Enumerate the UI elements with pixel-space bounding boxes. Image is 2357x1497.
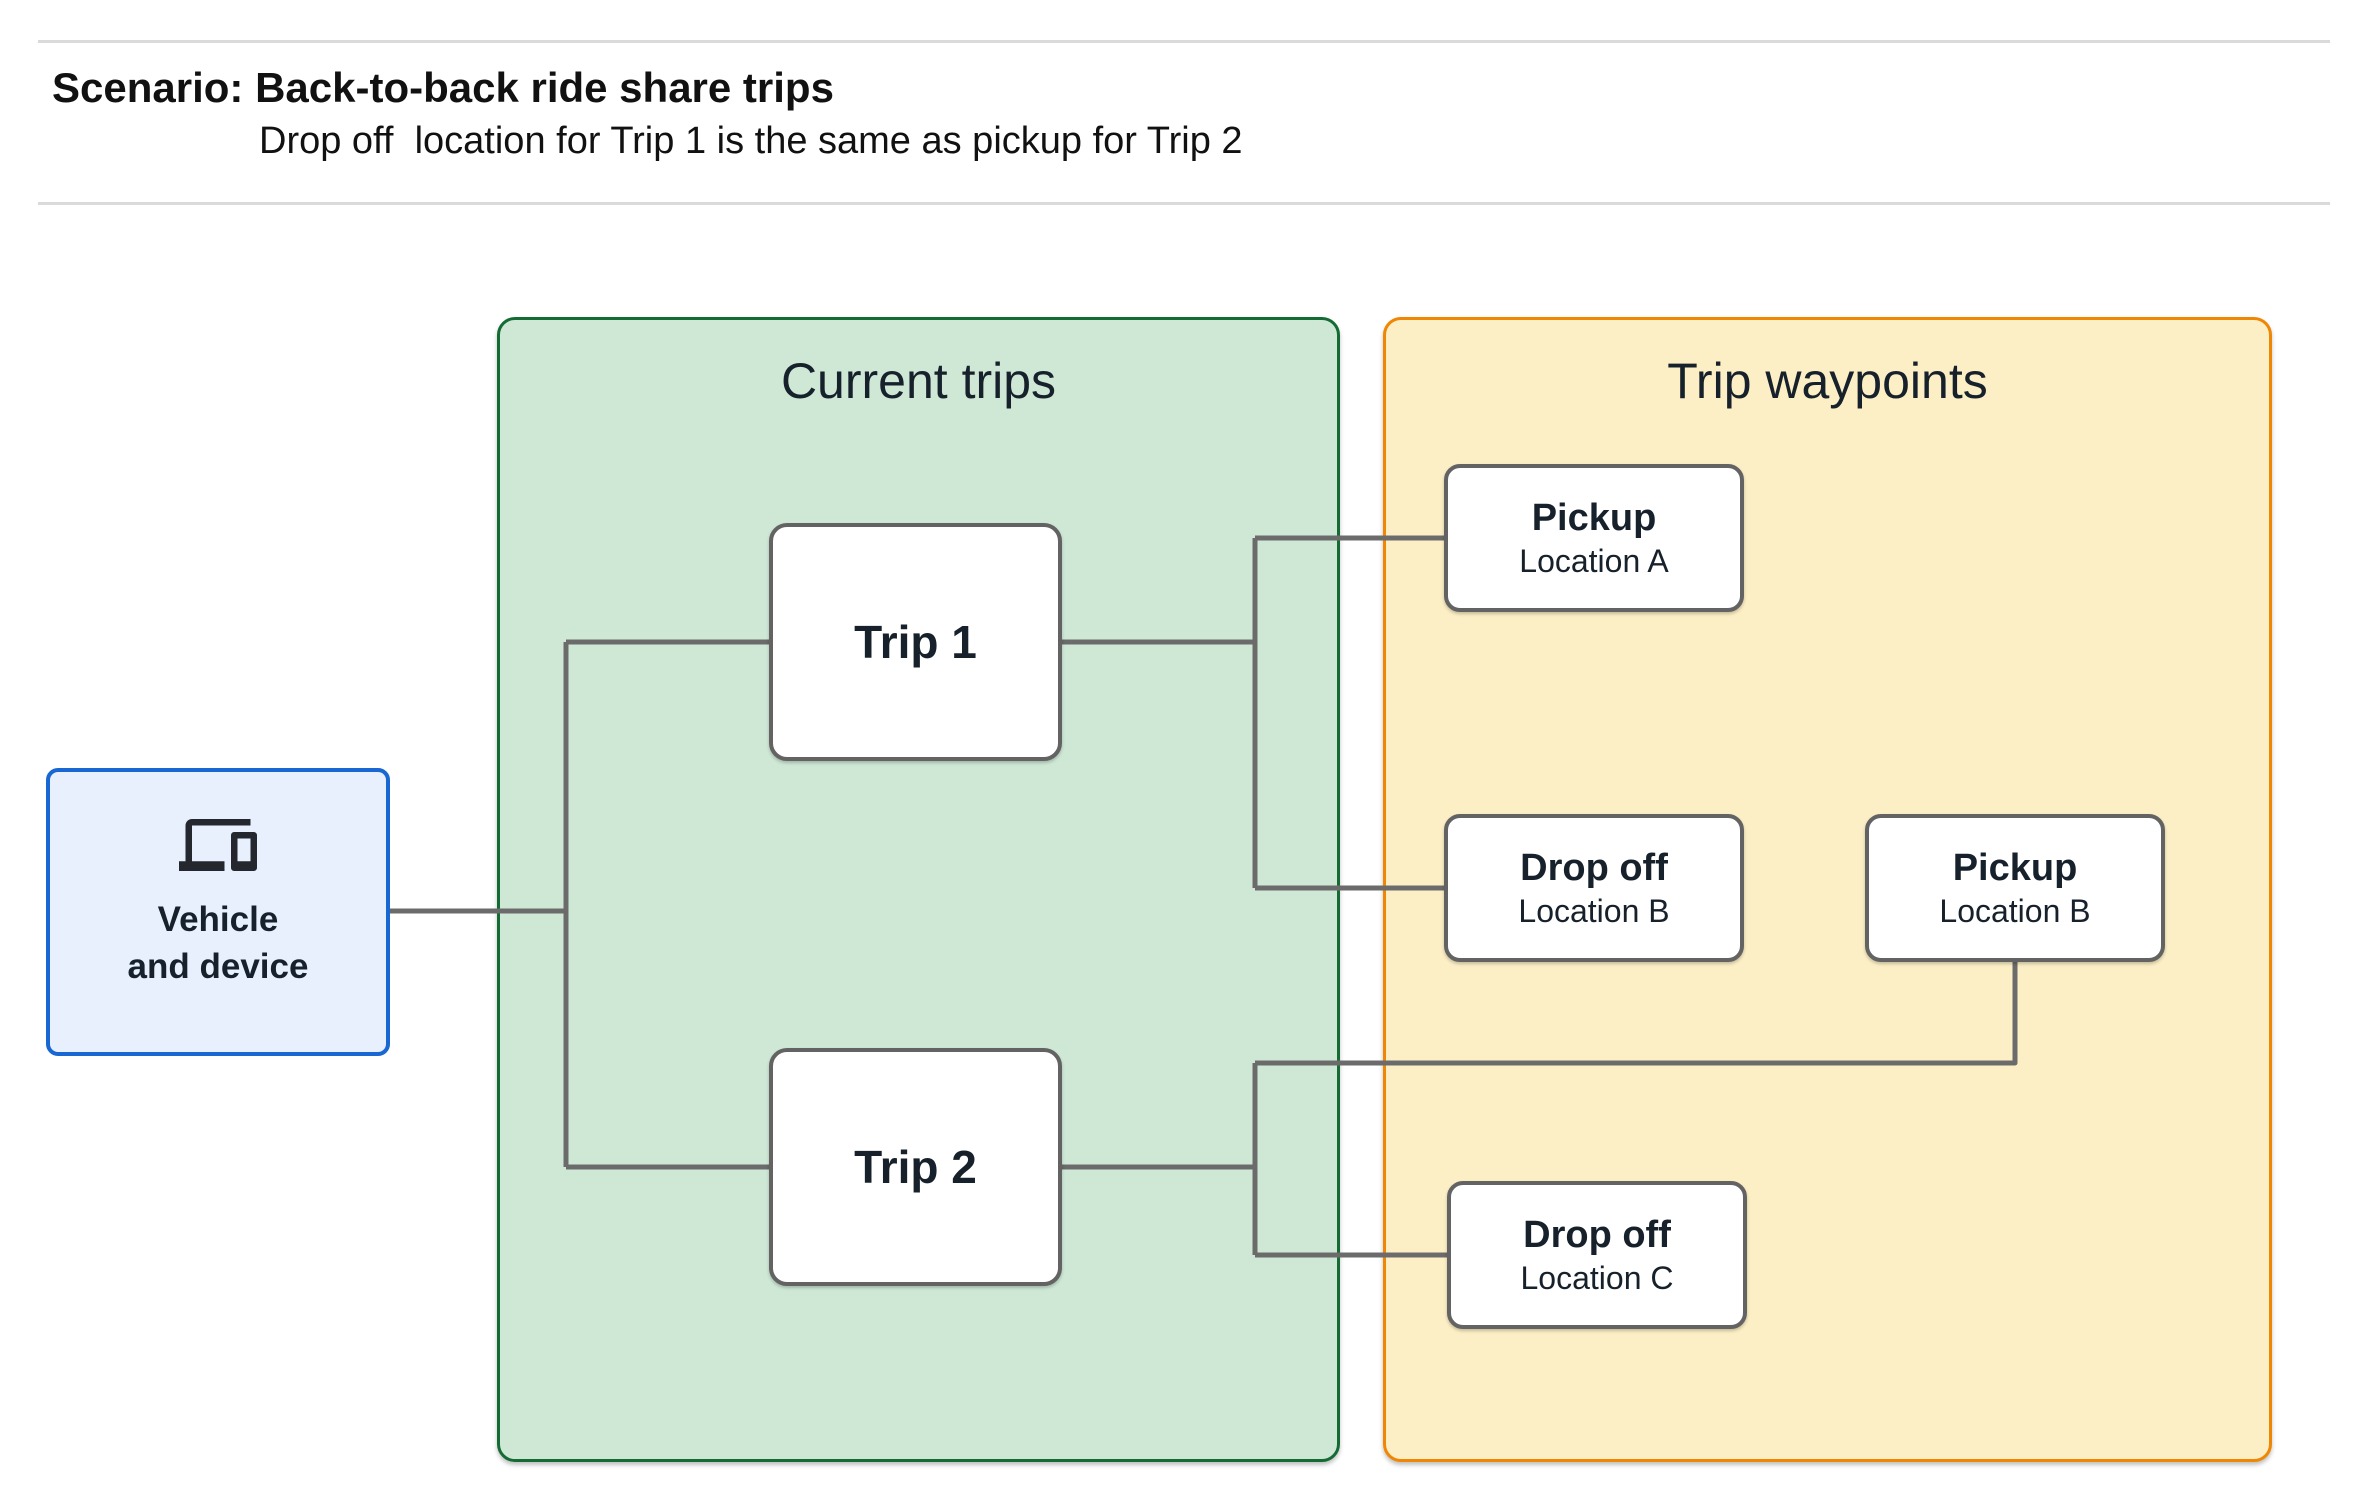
trip-1-label: Trip 1 — [854, 616, 977, 668]
trip-waypoints-label: Trip waypoints — [1667, 353, 1988, 409]
trip-1-node: Trip 1 — [769, 523, 1062, 761]
waypoint-type: Drop off — [1523, 1214, 1671, 1256]
vehicle-label-line2: and device — [127, 947, 309, 986]
top-divider — [38, 40, 2330, 43]
waypoint-location: Location B — [1518, 893, 1670, 929]
waypoint-location: Location B — [1939, 893, 2091, 929]
waypoint-dropoff-location-b: Drop off Location B — [1444, 814, 1744, 962]
vehicle-node: Vehicle and device — [46, 768, 390, 1056]
current-trips-label: Current trips — [780, 353, 1057, 409]
header-divider — [38, 202, 2330, 205]
waypoint-type: Pickup — [1531, 497, 1657, 539]
page-title: Scenario: Back-to-back ride share trips — [52, 64, 834, 111]
waypoint-type: Drop off — [1520, 847, 1668, 889]
vehicle-label-line1: Vehicle — [157, 900, 279, 939]
waypoint-type: Pickup — [1952, 847, 2078, 889]
waypoint-location: Location A — [1519, 543, 1669, 579]
trip-2-node: Trip 2 — [769, 1048, 1062, 1286]
current-trips-panel — [497, 317, 1340, 1462]
vehicle-node-label: Vehicle and device — [128, 896, 309, 990]
waypoint-pickup-location-b: Pickup Location B — [1865, 814, 2165, 962]
waypoint-pickup-location-a: Pickup Location A — [1444, 464, 1744, 612]
devices-icon — [179, 819, 257, 871]
waypoint-location: Location C — [1520, 1260, 1674, 1296]
trip-2-label: Trip 2 — [854, 1141, 977, 1193]
waypoint-dropoff-location-c: Drop off Location C — [1447, 1181, 1747, 1329]
page-subtitle: Drop off location for Trip 1 is the same… — [259, 120, 1243, 162]
